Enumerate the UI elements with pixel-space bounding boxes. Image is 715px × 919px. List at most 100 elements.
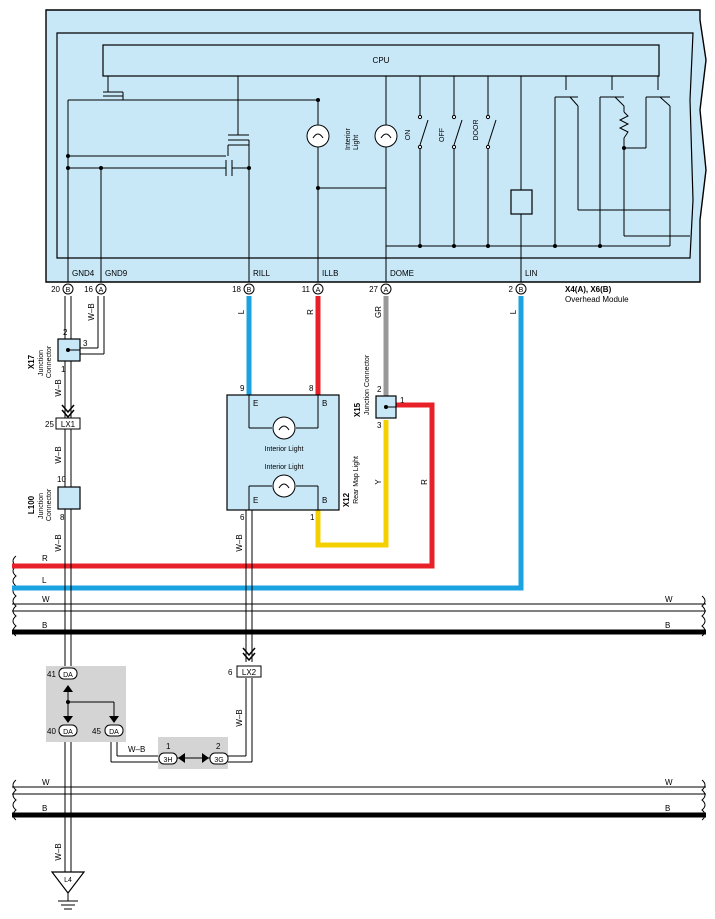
bus-label-b-right: B (665, 621, 670, 630)
da-41-connector (58, 667, 78, 680)
arrow-to-lx1 (61, 404, 75, 419)
l100-name-2: Connector (46, 488, 53, 521)
x12-lamp1-label: Interior Light (265, 446, 304, 453)
da-45-pin: 45 (92, 727, 101, 736)
pin-conn-rill: B (247, 287, 252, 294)
overhead-module-outer (45, 9, 707, 283)
module-interior-light-label: Interior Light (345, 126, 360, 150)
da-45-id: DA (109, 729, 119, 736)
bus-label-b2-left: B (42, 804, 47, 813)
pin-label-gnd4: GND4 (72, 269, 95, 278)
pin-conn-illb: A (316, 287, 321, 294)
wire-illb-label: R (306, 309, 315, 315)
wire-rill-label: L (237, 309, 246, 314)
switch-contacts (417, 114, 497, 150)
x17-name: Junction Connector (38, 345, 53, 378)
g3-arrow (202, 753, 209, 763)
pin-num-lin: 2 (509, 285, 514, 294)
x17-pin-bottom: 1 (61, 365, 66, 374)
bus-label-w2-right: W (665, 778, 673, 787)
x12-lamp2-label: Interior Light (265, 464, 304, 471)
x12-b-top: B (322, 399, 327, 408)
wire-wb-label-4: W–B (54, 534, 63, 551)
x12-pin-1: 1 (310, 513, 315, 522)
ground-icon (58, 893, 78, 910)
l100-pin-bottom: 8 (60, 513, 65, 522)
cpu-block (102, 44, 660, 77)
wire-dome-label: GR (374, 306, 383, 318)
wire-wb-label-2: W–B (87, 303, 96, 320)
resistor-icon (618, 111, 630, 139)
pin-num-gnd9: 16 (84, 285, 93, 294)
l100-id: L100 (27, 495, 36, 514)
da-arrow-up (63, 685, 73, 692)
wire-wb-label-1: W–B (54, 379, 63, 396)
switch-off-label: OFF (439, 128, 446, 142)
x15-pin-top: 2 (377, 385, 382, 394)
da-41-pin: 41 (47, 670, 56, 679)
wire-wb-label-7: W–B (128, 745, 145, 754)
x17-pin-top: 2 (63, 328, 68, 337)
bus-label-w-left: W (42, 595, 50, 604)
wire-wb-label-6: W–B (235, 709, 244, 726)
wire-blue-bus (12, 296, 524, 591)
x12-lamp2-icon (272, 474, 296, 498)
wire-yellow-label: Y (374, 479, 383, 485)
h3-pin: 1 (166, 742, 171, 751)
module-pin-circles (62, 283, 527, 295)
x17-name-2: Connector (46, 345, 53, 378)
x12-pin-6: 6 (240, 513, 245, 522)
wire-red-vertical-label: R (420, 479, 429, 485)
da-40-pin: 40 (47, 727, 56, 736)
pin-conn-lin: B (519, 287, 524, 294)
ground-l4-id: L4 (64, 877, 72, 884)
pin-label-dome: DOME (390, 269, 414, 278)
pin-num-dome: 27 (369, 285, 378, 294)
l100-name: Junction Connector (38, 488, 53, 521)
module-lamp-icons (306, 124, 398, 148)
harness-break-marks (12, 555, 706, 821)
lx2-id: LX2 (242, 668, 257, 677)
wire-wb-label-8: W–B (54, 843, 63, 860)
bus-label-b2-right: B (665, 804, 670, 813)
interior-text-1: Interior (345, 128, 352, 150)
bus-label-b-left: B (42, 621, 47, 630)
ground-l4-triangle (50, 871, 86, 894)
da-arrow-down-2 (109, 716, 119, 723)
da-arrow-down-1 (63, 716, 73, 723)
g3-id: 3G (214, 757, 223, 764)
x15-pin-bottom: 3 (377, 421, 382, 430)
x17-id: X17 (27, 354, 36, 369)
pin-label-rill: RILL (253, 269, 270, 278)
x12-lamp1-icon (272, 416, 296, 440)
module-name: Overhead Module (565, 295, 629, 304)
l100-junction-box (57, 486, 81, 510)
harness-w-upper (12, 603, 706, 612)
x12-e-top: E (253, 399, 258, 408)
x12-id: X12 (342, 492, 351, 507)
module-junction-dots (66, 98, 626, 248)
pin-conn-gnd9: A (99, 287, 104, 294)
wire-red-bus (12, 402, 435, 569)
lx2-connector (236, 665, 262, 678)
x15-id: X15 (353, 402, 362, 417)
g3-pin: 2 (216, 742, 221, 751)
lx1-id: LX1 (61, 420, 76, 429)
lx1-pin: 25 (45, 420, 54, 429)
x12-pin-9: 9 (240, 384, 245, 393)
switch-door-label: DOOR (473, 120, 480, 141)
pin-num-illb: 11 (302, 285, 311, 294)
wire-red-bus-label: R (42, 554, 48, 563)
module-connector-ref: X4(A), X6(B) (565, 285, 612, 294)
overhead-module-inner (56, 32, 694, 259)
pin-conn-gnd4: B (66, 287, 71, 294)
bus-label-w-right: W (665, 595, 673, 604)
arrow-to-lx2 (242, 647, 256, 662)
wire-wb-label-3: W–B (54, 446, 63, 463)
x12-lamp2-filament (278, 483, 290, 489)
x12-b-bottom: B (322, 496, 327, 505)
wire-yellow (315, 420, 389, 548)
x12-lamp1-filament (278, 425, 290, 431)
x15-name: Junction Connector (364, 354, 371, 415)
